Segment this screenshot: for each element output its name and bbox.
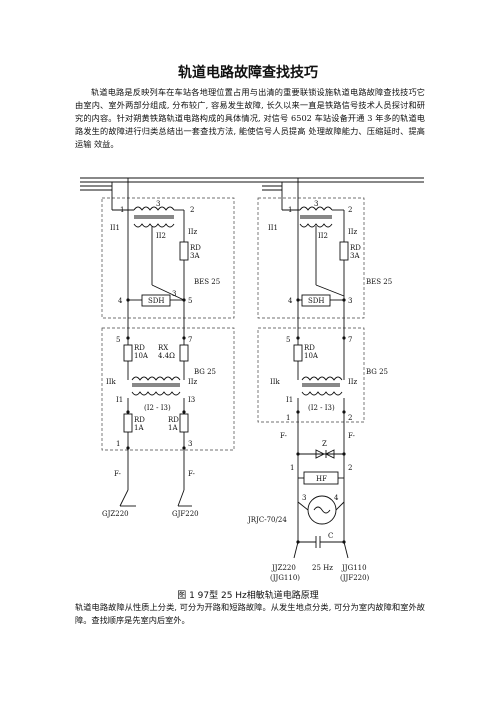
right-bg-n7: 7 xyxy=(348,336,352,344)
right-bes-n3b: 3 xyxy=(348,297,352,305)
right-bg-rd-val: 10A xyxy=(304,352,319,360)
right-jjg: JJG110 xyxy=(341,564,367,572)
right-sdh: SDH xyxy=(308,297,325,305)
right-bes-box xyxy=(257,197,365,319)
right-jjz: JJZ220 xyxy=(271,564,296,572)
right-n3: 3 xyxy=(302,494,306,502)
left-gjz: GJZ220 xyxy=(102,510,129,518)
right-bg-i-mid: (I2 - I3) xyxy=(308,404,335,412)
right-bes-n4: 4 xyxy=(288,297,293,305)
right-n2: 2 xyxy=(348,464,352,472)
left-bes-label: BES 25 xyxy=(194,278,220,286)
right-c: C xyxy=(328,532,333,540)
figure-caption: 图 1 97型 25 Hz相敏轨道电路原理 xyxy=(177,591,319,601)
page-title: 轨道电路故障查找技巧 xyxy=(178,65,318,81)
right-z: Z xyxy=(322,440,327,448)
left-bg-n3: 3 xyxy=(188,440,192,448)
left-circuit: 1 3 2 II1 II2 IIz RD 3A BES 25 SDH 4 3 5… xyxy=(101,196,235,518)
left-bes-ii1: II1 xyxy=(110,224,120,232)
left-bg-rx: RX xyxy=(158,344,168,352)
left-bes-n3b: 3 xyxy=(172,290,176,298)
right-bes-n1: 1 xyxy=(288,206,292,214)
circuit-diagram: 1 3 2 II1 II2 IIz RD 3A BES 25 SDH 4 3 5… xyxy=(72,170,432,590)
right-bg-i1: I1 xyxy=(286,396,293,404)
right-hf: HF xyxy=(316,475,327,483)
left-bg-n7: 7 xyxy=(188,336,192,344)
left-sdh: SDH xyxy=(148,297,165,305)
left-bes-n3: 3 xyxy=(156,200,160,208)
right-bes-rd: RD xyxy=(350,244,361,252)
right-n4: 4 xyxy=(334,494,339,502)
left-bes-rd: RD xyxy=(190,244,201,252)
left-bes-box xyxy=(101,197,235,319)
right-jrjc: JRJC-70/24 xyxy=(247,516,287,524)
left-bes-iiz: IIz xyxy=(188,228,198,236)
left-bg-rd-val: 10A xyxy=(134,352,149,360)
body-paragraph: 轨道电路故障从性质上分类, 可分为开路和短路故障。从发生地点分类, 可分为室内故… xyxy=(75,602,425,625)
left-f-left: F- xyxy=(114,470,122,478)
right-n1: 1 xyxy=(290,464,294,472)
left-bg-n5: 5 xyxy=(116,336,120,344)
right-hz: 25 Hz xyxy=(312,564,333,572)
right-bg-iik: IIk xyxy=(270,378,281,386)
right-bes-n2: 2 xyxy=(348,206,352,214)
left-bg-rd2-val: 1A xyxy=(168,424,178,432)
right-bes-ii2: II2 xyxy=(318,232,328,240)
left-bg-iiz: IIz xyxy=(188,378,198,386)
right-bg-label: BG 25 xyxy=(366,368,388,376)
left-bes-ii2: II2 xyxy=(156,232,166,240)
left-bg-rx-val: 4.4Ω xyxy=(158,352,175,360)
left-bg-i3: I3 xyxy=(188,396,195,404)
right-bg-rd: RD xyxy=(304,344,315,352)
right-bg-iiz: IIz xyxy=(348,378,358,386)
left-bg-rd2: RD xyxy=(168,416,179,424)
left-gjf: GJF220 xyxy=(172,510,199,518)
right-f-right: F- xyxy=(348,432,356,440)
right-bg-n5: 5 xyxy=(286,336,290,344)
intro-paragraph: 轨道电路是反映列车在车站各地理位置占用与出清的重要联锁设施轨道电路故障查找技巧它… xyxy=(75,87,425,149)
left-bes-n1: 1 xyxy=(120,206,124,214)
left-bes-rd-val: 3A xyxy=(190,252,200,260)
left-f-right: F- xyxy=(188,470,196,478)
left-bg-rd1-val: 1A xyxy=(134,424,144,432)
left-bg-label: BG 25 xyxy=(194,368,216,376)
right-jjz-sub: (JJG110) xyxy=(270,574,300,582)
left-bes-n2: 2 xyxy=(190,206,194,214)
right-bes-iiz: IIz xyxy=(348,228,358,236)
rails xyxy=(80,177,424,196)
right-bes-label: BES 25 xyxy=(366,278,392,286)
right-f-left: F- xyxy=(280,432,288,440)
right-bg-n2: 2 xyxy=(348,414,352,422)
right-bg-box xyxy=(257,327,365,423)
right-bes-n3: 3 xyxy=(314,200,318,208)
left-bg-i1: I1 xyxy=(116,396,123,404)
right-jjg-sub: (JJF220) xyxy=(340,574,370,582)
left-bg-box xyxy=(101,327,235,451)
left-bes-n4: 4 xyxy=(118,297,123,305)
left-bes-n5: 5 xyxy=(188,297,192,305)
right-circuit: 1 3 2 II1 II2 IIz RD 3A BES 25 SDH 4 3 5… xyxy=(247,196,392,582)
left-bg-n1: 1 xyxy=(116,440,120,448)
left-bg-rd1: RD xyxy=(134,416,145,424)
left-bg-iik: IIk xyxy=(106,378,117,386)
left-bg-i-mid: (I2 - I3) xyxy=(144,404,171,412)
left-bg-rd: RD xyxy=(134,344,145,352)
right-bg-n1: 1 xyxy=(286,414,290,422)
right-bes-rd-val: 3A xyxy=(350,252,360,260)
right-bes-ii1: II1 xyxy=(268,224,278,232)
